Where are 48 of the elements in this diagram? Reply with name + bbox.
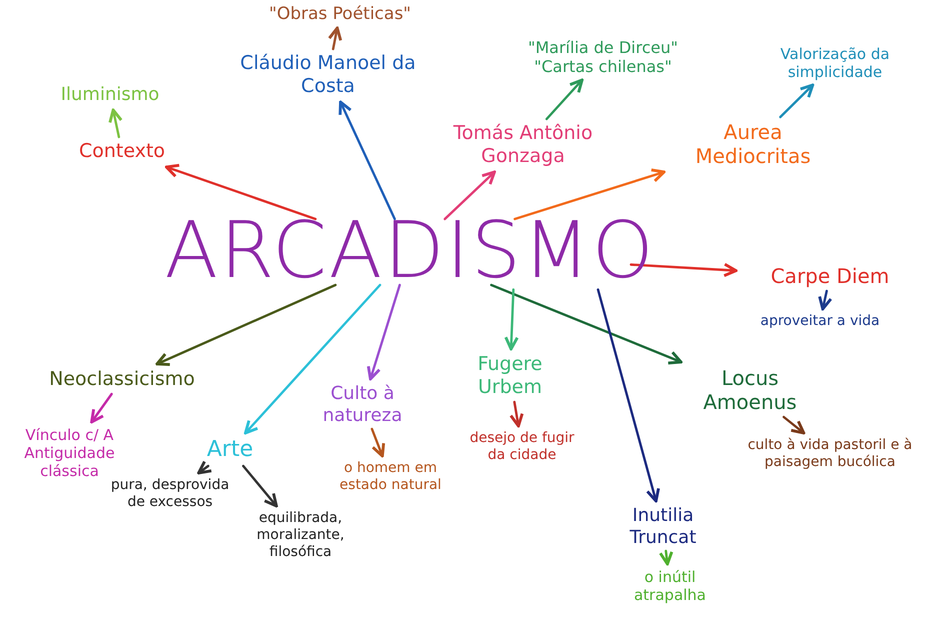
topic-label: o homem em estado natural <box>338 460 442 494</box>
topic-label: Neoclassicismo <box>49 368 195 391</box>
arrow <box>444 170 496 220</box>
topic-label: Valorização da simplicidade <box>779 45 891 81</box>
central-topic: ARCADISMO <box>164 205 656 298</box>
topic-label: o inútil atrapalha <box>632 568 707 604</box>
arrow <box>197 460 213 474</box>
arrow <box>338 100 396 220</box>
topic-label: Vínculo c/ A Antiguidade clássica <box>23 426 116 480</box>
topic-label: aproveitar a vida <box>760 313 880 330</box>
topic-label: "Obras Poéticas" <box>269 4 411 24</box>
arrow <box>818 290 832 310</box>
topic-label: "Cartas chilenas" <box>534 57 672 76</box>
topic-label: Carpe Diem <box>770 264 890 288</box>
topic-label: Inutilia Truncat <box>628 505 698 548</box>
topic-label: Aurea Mediocritas <box>694 120 812 168</box>
arrow <box>545 78 584 120</box>
topic-label: culto à vida pastoril e à paisagem bucólica <box>746 437 914 471</box>
topic-label: Locus Amoenus <box>702 366 798 414</box>
arrow <box>504 288 519 350</box>
arrow <box>156 284 337 366</box>
arrow <box>782 416 806 434</box>
topic-label: Contexto <box>78 140 166 163</box>
topic-label: desejo de fugir da cidade <box>468 430 576 464</box>
topic-label: equilibrada, moralizante, filosófica <box>256 510 346 560</box>
arrow <box>164 164 317 220</box>
arrow <box>242 464 278 508</box>
arrow <box>108 108 123 138</box>
topic-label: Culto à natureza <box>322 383 404 426</box>
arrow <box>370 428 386 458</box>
arrow <box>596 288 660 502</box>
arrow <box>630 262 738 278</box>
arrow <box>90 392 113 424</box>
arrow <box>514 168 666 220</box>
topic-label: Iluminismo <box>60 84 160 106</box>
topic-label: "Marília de Dirceu" <box>528 38 678 58</box>
topic-label: Tomás Antônio Gonzaga <box>452 122 594 168</box>
topic-label: Fugere Urbem <box>476 353 544 399</box>
topic-label: Cláudio Manoel da Costa <box>239 52 417 98</box>
arrow <box>658 550 674 566</box>
arrow <box>244 284 382 434</box>
arrow <box>779 84 814 118</box>
arrow <box>490 284 682 364</box>
topic-label: Arte <box>206 437 254 464</box>
arrow <box>328 26 342 50</box>
topic-label: pura, desprovida de excessos <box>110 477 230 511</box>
arrow <box>366 284 401 380</box>
arrow <box>509 400 524 428</box>
